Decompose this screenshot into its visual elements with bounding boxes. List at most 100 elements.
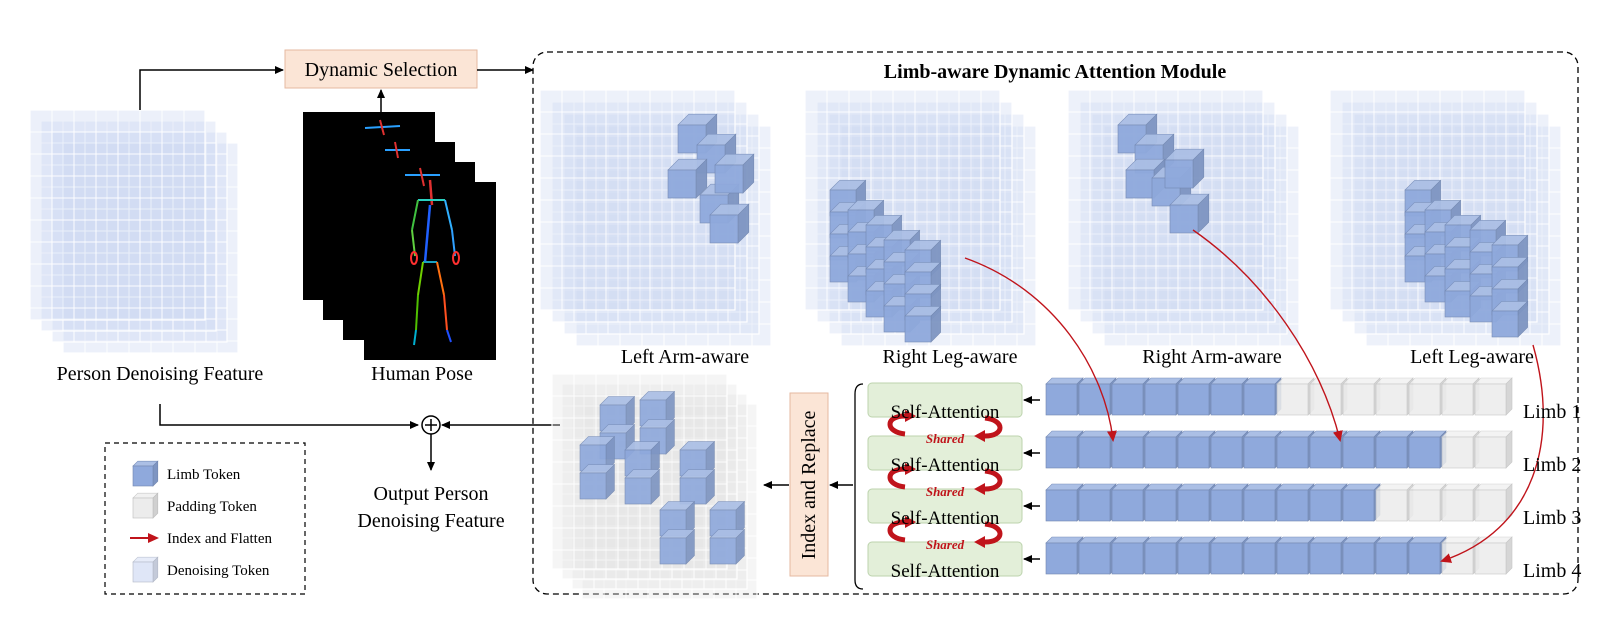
padding-token bbox=[1309, 377, 1348, 416]
volume-layer bbox=[29, 109, 206, 321]
limb-token-cube bbox=[679, 468, 716, 505]
limb-token bbox=[1408, 430, 1447, 469]
limb-token bbox=[1177, 430, 1216, 469]
index-replace-label: Index and Replace bbox=[798, 410, 820, 559]
token-rows bbox=[1045, 377, 1513, 575]
limb-token-cube bbox=[1164, 148, 1205, 189]
limb-label-left-leg: Left Leg-aware bbox=[1410, 346, 1534, 368]
limb-token bbox=[1144, 377, 1183, 416]
limb-token bbox=[1177, 483, 1216, 522]
limb-label-left-arm: Left Arm-aware bbox=[621, 346, 749, 368]
limb-token bbox=[1276, 483, 1315, 522]
legend-label-denoising-token: Denoising Token bbox=[167, 563, 270, 579]
limb-token bbox=[1276, 536, 1315, 575]
padding-token bbox=[1441, 430, 1480, 469]
limb-token bbox=[1177, 377, 1216, 416]
limb-aware-volumes bbox=[539, 89, 1562, 347]
limb-token bbox=[1210, 483, 1249, 522]
padding-token bbox=[1441, 483, 1480, 522]
denoising-token-cube-icon bbox=[132, 556, 159, 583]
legend-label-padding-token: Padding Token bbox=[167, 499, 257, 515]
padding-token bbox=[1408, 377, 1447, 416]
limb-token bbox=[1210, 377, 1249, 416]
shared-label-3: Shared bbox=[926, 537, 965, 552]
output-label-line1: Output Person bbox=[374, 483, 489, 505]
row-label-limb-2: Limb 2 bbox=[1523, 454, 1581, 476]
input-to-selection-arrow bbox=[139, 66, 284, 110]
legend-box bbox=[104, 442, 306, 595]
flatten-arrow-left-leg bbox=[1440, 344, 1544, 563]
flatten-arrow-right-leg bbox=[964, 257, 1117, 442]
index-replace-box bbox=[789, 392, 829, 577]
limb-token bbox=[1078, 430, 1117, 469]
limb-token-cube bbox=[1169, 193, 1210, 234]
legend-label-limb-token: Limb Token bbox=[167, 467, 241, 483]
dynamic-selection-label: Dynamic Selection bbox=[305, 59, 458, 81]
shared-weights-arrows bbox=[887, 410, 1003, 442]
limb-token-cube bbox=[667, 158, 708, 199]
limb-token bbox=[1111, 377, 1150, 416]
limb-token bbox=[1309, 430, 1348, 469]
padding-token bbox=[1474, 483, 1513, 522]
limb-token bbox=[1243, 430, 1282, 469]
limb-token-cube bbox=[624, 468, 661, 505]
padding-token bbox=[1441, 536, 1480, 575]
padding-token bbox=[1375, 377, 1414, 416]
attention-label-2: Self-Attention bbox=[891, 455, 1000, 476]
limb-token bbox=[1078, 536, 1117, 575]
attention-label-1: Self-Attention bbox=[891, 402, 1000, 423]
padding-token bbox=[1375, 483, 1414, 522]
padding-token bbox=[1408, 483, 1447, 522]
person-feature-label: Person Denoising Feature bbox=[57, 363, 264, 385]
limb-token bbox=[1111, 430, 1150, 469]
attention-label-4: Self-Attention bbox=[891, 561, 1000, 582]
attention-blocks bbox=[867, 382, 1040, 577]
limb-token bbox=[1342, 430, 1381, 469]
volume-layer bbox=[40, 120, 217, 332]
row-label-limb-4: Limb 4 bbox=[1523, 560, 1581, 582]
module-frame bbox=[532, 51, 1579, 595]
limb-token bbox=[1210, 430, 1249, 469]
padding-token bbox=[1342, 377, 1381, 416]
limb-token bbox=[1243, 377, 1282, 416]
padding-token-cube-icon bbox=[132, 492, 159, 519]
limb-token bbox=[1144, 430, 1183, 469]
row-label-limb-3: Limb 3 bbox=[1523, 507, 1581, 529]
module-title: Limb-aware Dynamic Attention Module bbox=[884, 61, 1227, 83]
row-label-limb-1: Limb 1 bbox=[1523, 401, 1581, 423]
output-feature-volume bbox=[551, 373, 758, 600]
limb-token-cube bbox=[659, 528, 696, 565]
padding-token bbox=[1441, 377, 1480, 416]
limb-token-cube bbox=[1491, 300, 1529, 338]
limb-token bbox=[1111, 483, 1150, 522]
padding-token bbox=[1276, 377, 1315, 416]
legend-label-index-flatten: Index and Flatten bbox=[167, 531, 272, 547]
limb-token bbox=[1276, 430, 1315, 469]
human-pose-image-stack bbox=[303, 112, 496, 360]
limb-token bbox=[1375, 430, 1414, 469]
limb-token-cube bbox=[579, 435, 616, 472]
limb-token bbox=[1375, 536, 1414, 575]
limb-token-cube bbox=[904, 305, 942, 343]
output-label-line2: Denoising Feature bbox=[357, 510, 504, 532]
dynamic-selection-box bbox=[284, 49, 478, 89]
limb-token bbox=[1408, 536, 1447, 575]
limb-token-cube bbox=[714, 153, 755, 194]
self-attention-block bbox=[867, 488, 1023, 524]
limb-token bbox=[1243, 536, 1282, 575]
limb-token-cube bbox=[709, 203, 750, 244]
limb-token bbox=[1144, 536, 1183, 575]
limb-token bbox=[1045, 377, 1084, 416]
self-attention-block bbox=[867, 541, 1023, 577]
flatten-arrow-right-arm bbox=[1192, 229, 1343, 442]
index-and-flatten-arrows bbox=[964, 229, 1544, 563]
limb-token bbox=[1342, 536, 1381, 575]
shared-label-2: Shared bbox=[926, 484, 965, 499]
shared-label-1: Shared bbox=[926, 431, 965, 446]
limb-token bbox=[1111, 536, 1150, 575]
limb-token bbox=[1144, 483, 1183, 522]
pose-frame bbox=[303, 112, 435, 300]
skeleton-icon bbox=[364, 119, 460, 346]
attention-label-3: Self-Attention bbox=[891, 508, 1000, 529]
